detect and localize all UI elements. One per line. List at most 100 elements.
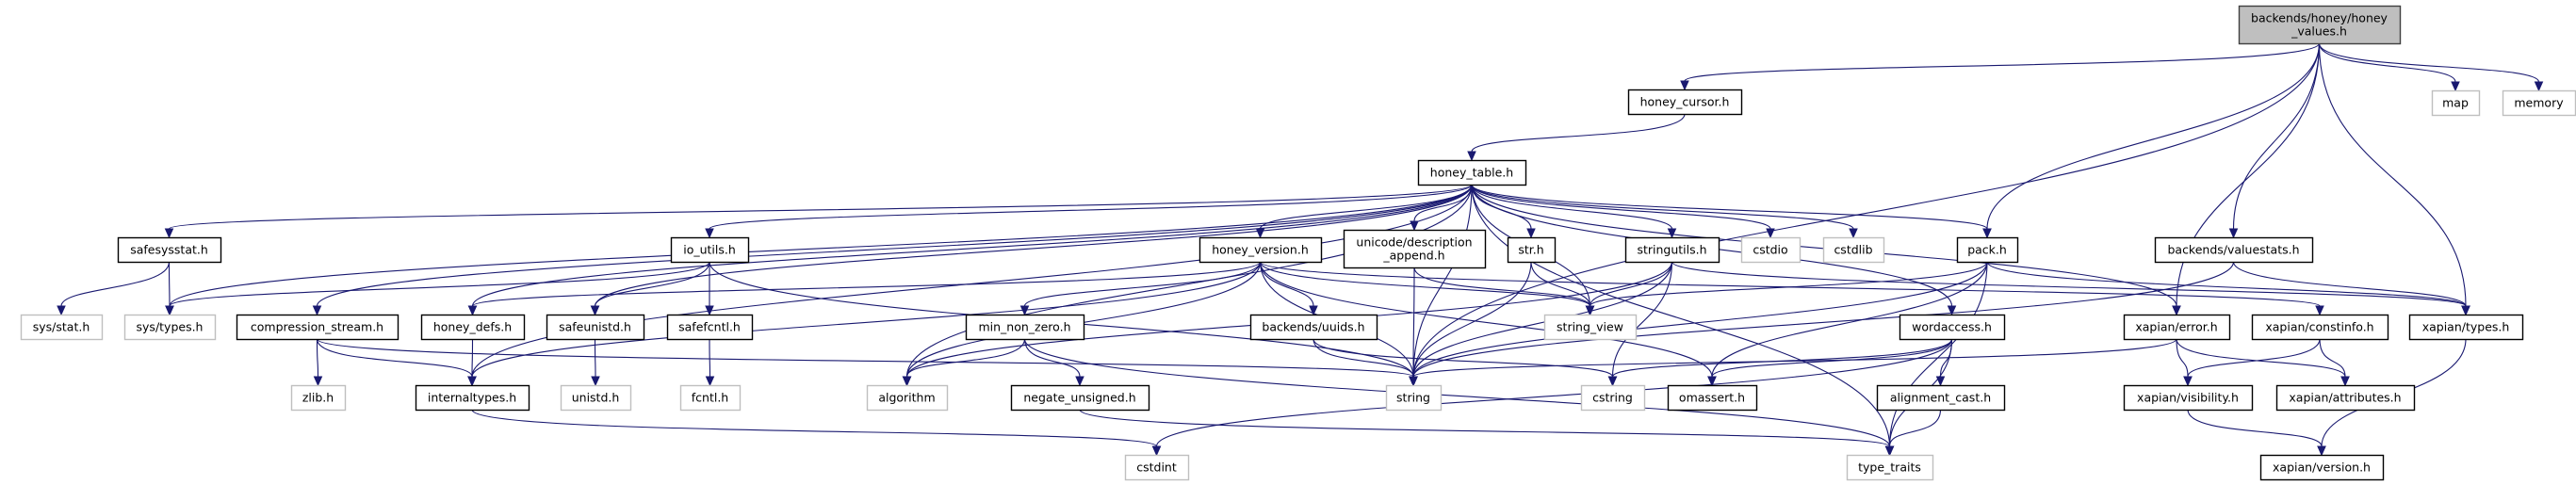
edge-stringutils-to-string_view — [1585, 261, 1673, 316]
edge-line — [2319, 338, 2346, 378]
node-box — [1385, 384, 1443, 412]
node-label: xapian/constinfo.h — [2265, 320, 2373, 334]
edge-line — [1611, 338, 1953, 378]
node-honey-cursor[interactable]: honey_cursor.h — [1627, 89, 1743, 116]
node-label: compression_stream.h — [251, 320, 383, 334]
edge-line — [1671, 261, 2467, 307]
node-box — [560, 384, 632, 412]
node-type-traits: type_traits — [1846, 454, 1934, 481]
node-label: safesysstat.h — [130, 243, 208, 257]
node-label: cstdint — [1136, 461, 1177, 475]
node-valuestats[interactable]: backends/valuestats.h — [2154, 236, 2314, 264]
edge-min_non_zero-to-algorithm — [902, 338, 1026, 387]
edge-xapian_visibility-to-xapian_version — [2187, 409, 2326, 457]
edge-line — [1259, 261, 1591, 307]
edge-line — [1023, 338, 1891, 447]
edge-internaltypes-to-cstdint — [471, 409, 1162, 457]
node-xapian-types[interactable]: xapian/types.h — [2408, 314, 2524, 341]
node-box — [670, 236, 750, 264]
edge-line — [168, 184, 1473, 230]
node-xapian-visibility[interactable]: xapian/visibility.h — [2123, 384, 2254, 412]
node-stringutils[interactable]: stringutils.h — [1624, 236, 1720, 264]
node-label: algorithm — [878, 391, 935, 405]
nodes-layer: backends/honey/honey_values.hhoney_curso… — [20, 5, 2576, 481]
node-honey-defs[interactable]: honey_defs.h — [420, 314, 526, 341]
node-label: honey_table.h — [1430, 166, 1513, 180]
edge-line — [2232, 42, 2321, 230]
edge-line — [1312, 338, 1414, 378]
edge-safefcntl-to-fcntl — [705, 338, 715, 387]
node-xapian-constinfo[interactable]: xapian/constinfo.h — [2251, 314, 2389, 341]
arrowhead-icon — [1667, 228, 1677, 239]
node-io-utils[interactable]: io_utils.h — [670, 236, 750, 264]
node-pack[interactable]: pack.h — [1956, 236, 2019, 264]
node-min-non-zero[interactable]: min_non_zero.h — [965, 314, 1085, 341]
edge-min_non_zero-to-negate_unsigned — [1023, 338, 1084, 387]
node-honey-table[interactable]: honey_table.h — [1417, 159, 1527, 186]
edge-line — [2187, 338, 2321, 378]
edge-line — [1412, 261, 1673, 378]
node-label: xapian/error.h — [2135, 320, 2217, 334]
node-label: _append.h — [1382, 249, 1444, 263]
arrowhead-icon — [902, 376, 912, 387]
edge-line — [2318, 42, 2540, 83]
node-safeunistd[interactable]: safeunistd.h — [546, 314, 645, 341]
node-box — [1580, 384, 1646, 412]
node-box — [1507, 236, 1557, 264]
node-box — [2154, 236, 2314, 264]
node-uuids[interactable]: backends/uuids.h — [1249, 314, 1378, 341]
node-box — [2275, 384, 2416, 412]
arrowhead-icon — [1607, 376, 1618, 387]
node-honey-version[interactable]: honey_version.h — [1198, 236, 1323, 264]
node-safesysstat[interactable]: safesysstat.h — [117, 236, 222, 264]
edge-line — [471, 338, 474, 378]
node-omassert[interactable]: omassert.h — [1667, 384, 1758, 412]
node-internaltypes[interactable]: internaltypes.h — [415, 384, 530, 412]
node-box — [546, 314, 645, 341]
node-description-append[interactable]: unicode/description_append.h — [1343, 229, 1487, 269]
node-box — [1124, 454, 1190, 481]
node-box — [1956, 236, 2019, 264]
node-box — [1198, 236, 1323, 264]
node-memory: memory — [2502, 89, 2576, 117]
node-box — [2431, 89, 2481, 117]
edge-line — [1986, 42, 2321, 230]
edge-honey_values-to-memory — [2318, 42, 2544, 92]
node-box — [1627, 89, 1743, 116]
edge-line — [709, 184, 1473, 230]
node-box — [1343, 229, 1487, 269]
node-algorithm: algorithm — [866, 384, 949, 412]
edge-line — [1611, 261, 1673, 378]
node-label: map — [2442, 96, 2469, 110]
edge-honey_table-to-io_utils — [705, 184, 1473, 239]
node-str[interactable]: str.h — [1507, 236, 1557, 264]
node-box — [866, 384, 949, 412]
node-label: alignment_cast.h — [1890, 391, 1991, 405]
node-wordaccess[interactable]: wordaccess.h — [1899, 314, 2006, 341]
node-alignment-cast[interactable]: alignment_cast.h — [1876, 384, 2006, 412]
edge-honey_values-to-honey_cursor — [1680, 42, 2321, 91]
node-xapian-version[interactable]: xapian/version.h — [2259, 454, 2385, 481]
edge-line — [594, 184, 1473, 307]
edge-io_utils-to-safefcntl — [705, 262, 714, 316]
node-box — [1740, 236, 1802, 264]
node-box — [1876, 384, 2006, 412]
node-label: str.h — [1518, 243, 1543, 257]
edge-line — [1259, 184, 1473, 230]
node-string: string — [1385, 384, 1443, 412]
node-xapian-error[interactable]: xapian/error.h — [2123, 314, 2231, 341]
node-safefcntl[interactable]: safefcntl.h — [666, 314, 754, 341]
node-label: zlib.h — [302, 391, 334, 405]
node-label: io_utils.h — [683, 243, 736, 257]
node-box — [20, 314, 104, 341]
edge-honey_table-to-stringutils — [1471, 184, 1677, 239]
node-compression-stream[interactable]: compression_stream.h — [236, 314, 399, 341]
edge-line — [1412, 261, 1988, 378]
node-xapian-attributes[interactable]: xapian/attributes.h — [2275, 384, 2416, 412]
node-negate-unsigned[interactable]: negate_unsigned.h — [1010, 384, 1150, 412]
node-label: backends/valuestats.h — [2167, 243, 2299, 257]
node-cstdio: cstdio — [1740, 236, 1802, 264]
edge-line — [2176, 338, 2346, 378]
edge-xapian_constinfo-to-xapian_visibility — [2183, 338, 2321, 387]
